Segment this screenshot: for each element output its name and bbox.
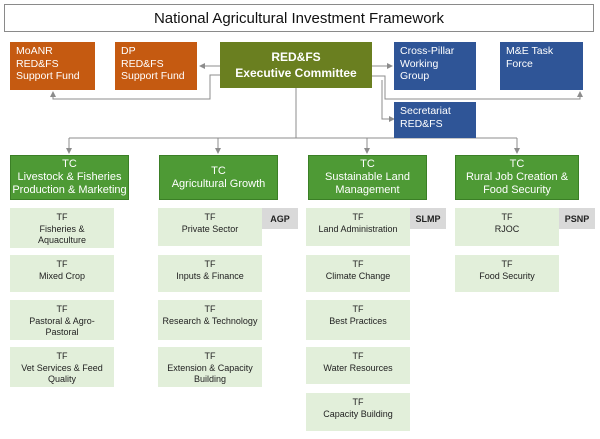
tf-name-line-1: Best Practices xyxy=(329,315,387,326)
me-task-force-box: M&E Task Force xyxy=(500,42,583,90)
tc-livestock-fisheries: TC Livestock & Fisheries Production & Ma… xyxy=(10,155,129,200)
tf-food-security: TF Food Security xyxy=(455,255,559,292)
moanr-line-2: RED&FS xyxy=(16,57,59,70)
tf-name-line-1: Private Sector xyxy=(181,223,239,234)
tag-psnp: PSNP xyxy=(559,208,595,229)
tf-label: TF xyxy=(352,351,364,361)
tc-rural-job-creation-food-security: TC Rural Job Creation & Food Security xyxy=(455,155,579,200)
tc-sustainable-land-management: TC Sustainable Land Management xyxy=(308,155,427,200)
tf-name-line-1: Mixed Crop xyxy=(38,270,85,281)
arrow-exec-to-secretariat xyxy=(381,80,395,122)
tf-name-line-1: Food Security xyxy=(479,270,535,281)
arrow-exec-to-moanr xyxy=(50,74,220,100)
cross-pillar-line-2: Working xyxy=(400,57,439,70)
page-title: National Agricultural Investment Framewo… xyxy=(4,4,594,32)
cross-pillar-working-group-box: Cross-Pillar Working Group xyxy=(394,42,476,90)
tag-agp: AGP xyxy=(262,208,298,229)
me-task-line-2: Force xyxy=(506,57,533,70)
dp-line-1: DP xyxy=(121,45,136,57)
tc-label: TC xyxy=(62,158,77,170)
exec-line-1: RED&FS xyxy=(271,50,321,64)
tf-pastoral-agro-pastoral: TF Pastoral & Agro- Pastoral xyxy=(10,300,114,340)
tf-land-administration: TF Land Administration xyxy=(306,208,410,246)
tf-label: TF xyxy=(501,259,513,269)
executive-committee-box: RED&FS Executive Committee xyxy=(220,42,372,88)
tf-fisheries-aquaculture: TF Fisheries & Aquaculture xyxy=(10,208,114,248)
tf-label: TF xyxy=(352,259,364,269)
tf-label: TF xyxy=(204,351,216,361)
tag-slmp: SLMP xyxy=(410,208,446,229)
tc-label: TC xyxy=(211,164,226,177)
tf-name-line-1: Extension & Capacity xyxy=(167,362,253,373)
arrow-exec-to-me-task xyxy=(372,75,583,100)
tf-label: TF xyxy=(56,212,68,222)
tf-name-line-1: Fisheries & xyxy=(39,223,85,234)
tf-private-sector: TF Private Sector xyxy=(158,208,262,246)
tc-name-line-2: Food Security xyxy=(483,184,551,196)
tf-name-line-2: Pastoral xyxy=(45,327,79,337)
tf-capacity-building: TF Capacity Building xyxy=(306,393,410,431)
secretariat-box: Secretariat RED&FS xyxy=(394,102,476,138)
tf-vet-services-feed-quality: TF Vet Services & Feed Quality xyxy=(10,347,114,387)
exec-line-2: Executive Committee xyxy=(235,66,357,80)
cross-pillar-line-3: Group xyxy=(400,70,430,82)
tc-name-line-1: Sustainable Land xyxy=(324,171,410,183)
tf-research-technology: TF Research & Technology xyxy=(158,300,262,340)
dp-support-fund-box: DP RED&FS Support Fund xyxy=(115,42,197,90)
tf-name-line-1: Water Resources xyxy=(323,362,393,373)
tf-label: TF xyxy=(352,397,364,407)
dp-line-2: RED&FS xyxy=(121,57,164,70)
tf-mixed-crop: TF Mixed Crop xyxy=(10,255,114,292)
tc-name-line-1: Agricultural Growth xyxy=(171,177,266,190)
tf-climate-change: TF Climate Change xyxy=(306,255,410,292)
tf-label: TF xyxy=(352,304,364,314)
tf-label: TF xyxy=(204,304,216,314)
tf-label: TF xyxy=(204,259,216,269)
tf-label: TF xyxy=(352,212,364,222)
tf-name-line-1: Capacity Building xyxy=(323,408,393,419)
moanr-line-1: MoANR xyxy=(16,45,53,57)
tf-best-practices: TF Best Practices xyxy=(306,300,410,340)
secretariat-line-1: Secretariat xyxy=(400,105,451,117)
secretariat-line-2: RED&FS xyxy=(400,117,443,130)
cross-pillar-line-1: Cross-Pillar xyxy=(400,45,455,57)
tf-name-line-1: Vet Services & Feed xyxy=(21,362,103,373)
tf-name-line-1: Inputs & Finance xyxy=(176,270,244,281)
tc-agricultural-growth: TC Agricultural Growth xyxy=(159,155,278,200)
tf-inputs-finance: TF Inputs & Finance xyxy=(158,255,262,292)
tf-label: TF xyxy=(501,212,513,222)
tf-label: TF xyxy=(204,212,216,222)
tc-name-line-2: Management xyxy=(335,184,400,196)
tf-rjoc: TF RJOC xyxy=(455,208,559,246)
tf-name-line-2: Aquaculture xyxy=(37,235,87,245)
tf-name-line-2: Quality xyxy=(47,374,76,384)
tf-name-line-1: Research & Technology xyxy=(162,315,258,326)
tc-name-line-1: Livestock & Fisheries xyxy=(17,171,122,183)
tf-name-line-1: Land Administration xyxy=(318,223,398,234)
tf-name-line-1: Climate Change xyxy=(325,270,391,281)
moanr-line-3: Support Fund xyxy=(16,70,80,82)
dp-line-3: Support Fund xyxy=(121,70,185,82)
tc-label: TC xyxy=(360,158,375,170)
tf-name-line-1: Pastoral & Agro- xyxy=(29,315,95,326)
me-task-line-1: M&E Task xyxy=(506,45,554,57)
tf-water-resources: TF Water Resources xyxy=(306,347,410,384)
tf-label: TF xyxy=(56,351,68,361)
tf-label: TF xyxy=(56,259,68,269)
moanr-support-fund-box: MoANR RED&FS Support Fund xyxy=(10,42,95,90)
tf-name-line-2: Building xyxy=(193,374,227,384)
tc-name-line-2: Production & Marketing xyxy=(12,184,127,196)
tc-name-line-1: Rural Job Creation & xyxy=(465,171,569,183)
tc-label: TC xyxy=(509,158,525,170)
tf-label: TF xyxy=(56,304,68,314)
tf-extension-capacity-building: TF Extension & Capacity Building xyxy=(158,347,262,387)
tf-name-line-1: RJOC xyxy=(494,223,520,234)
